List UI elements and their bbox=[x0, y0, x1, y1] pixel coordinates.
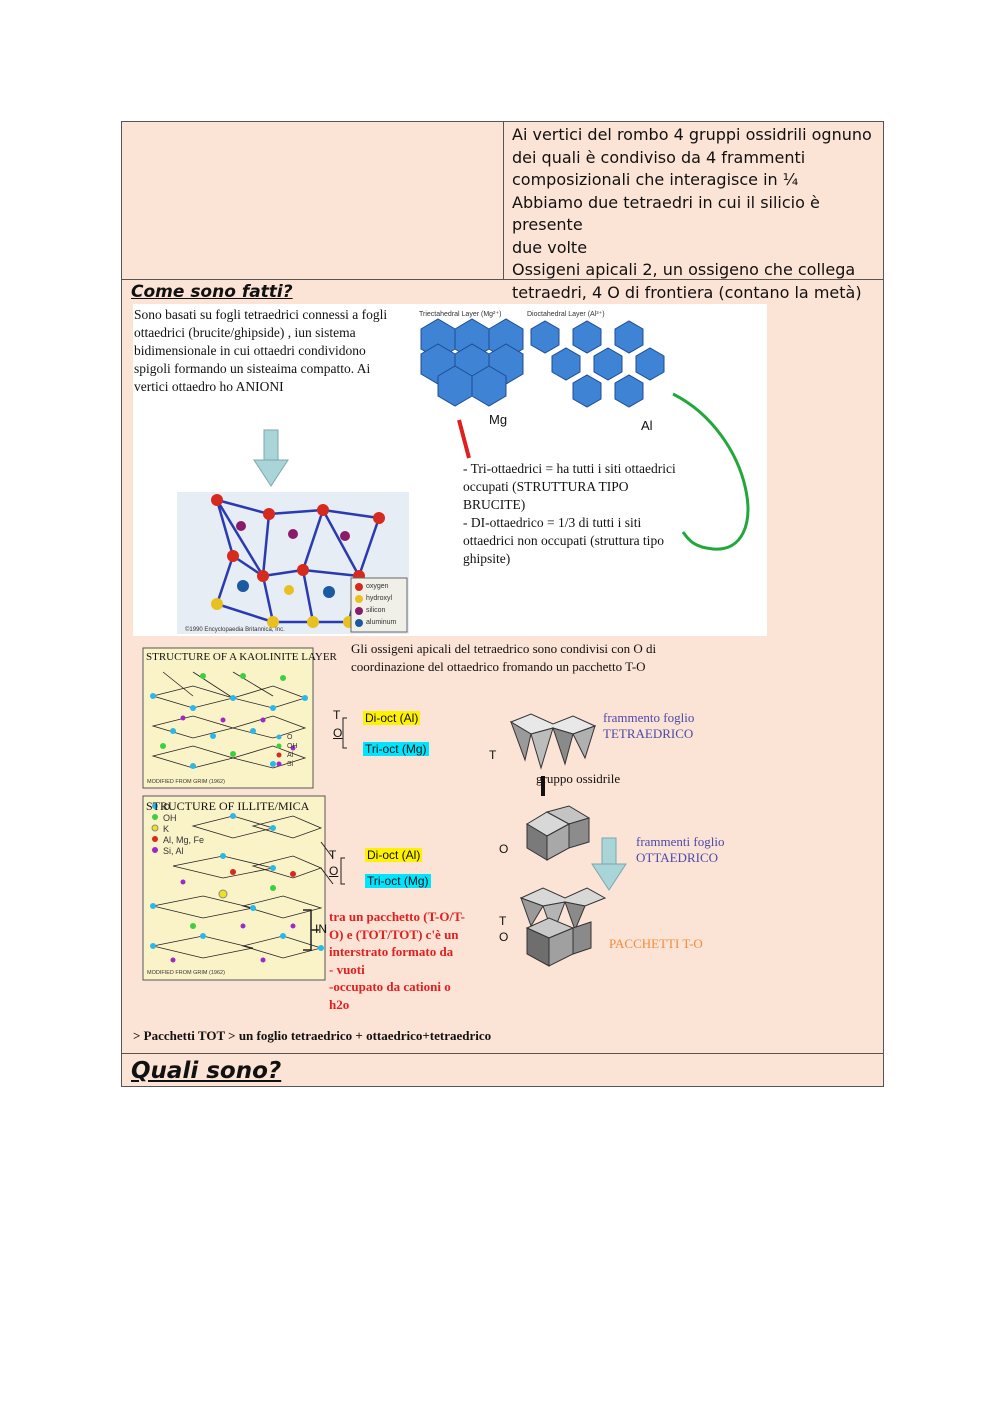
illite-diagram bbox=[142, 795, 334, 981]
illite-title: STRUCTURE OF ILLITE/MICA bbox=[146, 799, 310, 813]
illite-tri-oct-label: Tri-oct (Mg) bbox=[365, 874, 431, 888]
kaolinite-diagram bbox=[142, 647, 314, 789]
tetra-t-label: T bbox=[489, 748, 497, 762]
illite-legend-item: O bbox=[163, 802, 171, 812]
to-packages bbox=[519, 887, 607, 967]
di-layer-label: Dioctahedral Layer (Al³⁺) bbox=[527, 311, 605, 318]
section-heading-quali: Quali sono? bbox=[131, 1058, 282, 1084]
kaolinite-legend-item: OH bbox=[287, 743, 298, 750]
octa-o-label: O bbox=[499, 842, 509, 856]
illite-legend-item: Si, Al bbox=[163, 846, 184, 856]
illite-di-oct-label: Di-oct (Al) bbox=[365, 848, 423, 862]
red-mark bbox=[457, 419, 471, 459]
structure-drawings bbox=[177, 318, 750, 634]
octahedral-fragment bbox=[526, 805, 591, 861]
ball-stick-structure bbox=[177, 492, 409, 634]
tri-layer-label: Triectahedral Layer (Mg²⁺) bbox=[419, 311, 502, 318]
legend-item: hydroxyl bbox=[366, 595, 393, 602]
green-curve bbox=[672, 392, 750, 551]
illite-o-label: O bbox=[329, 864, 339, 878]
mg-label: Mg bbox=[489, 412, 508, 427]
legend-item: silicon bbox=[366, 607, 386, 614]
tetrahedral-fragment bbox=[509, 713, 597, 796]
octahedral-fragment-label: frammenti foglio OTTAEDRICO bbox=[636, 834, 725, 865]
tot-packages-text: > Pacchetti TOT > un foglio tetraedrico … bbox=[133, 1028, 492, 1043]
kaolinite-source: MODIFIED FROM GRIM (1962) bbox=[147, 779, 225, 785]
kaolinite-legend-item: Si bbox=[287, 761, 294, 768]
structure-legend bbox=[350, 577, 408, 633]
column-divider bbox=[503, 122, 504, 280]
kaolinite-legend-item: O bbox=[287, 734, 293, 741]
tri-di-text: - Tri-ottaedrici = ha tutti i siti ottae… bbox=[463, 461, 676, 566]
layer-drawings bbox=[142, 647, 627, 981]
illite-legend-item: OH bbox=[163, 813, 177, 823]
interlayer-text: tra un pacchetto (T-O/T- O) e (TOT/TOT) … bbox=[329, 909, 465, 1012]
intro-text: Sono basati su fogli tetraedrici conness… bbox=[134, 307, 388, 394]
hydroxyl-description: Ai vertici del rombo 4 gruppi ossidrili … bbox=[512, 125, 872, 302]
bottom-figure: STRUCTURE OF A KAOLINITE LAYER O OH Al S… bbox=[133, 636, 735, 1051]
down-arrow-icon bbox=[591, 837, 627, 891]
illite-legend-item: Al, Mg, Fe bbox=[163, 835, 205, 845]
section-heading-come: Come sono fatti? bbox=[131, 282, 293, 302]
table-row-2: Come sono fatti? Sono basati su fogli te… bbox=[122, 280, 883, 1054]
copyright-note: ©1990 Encyclopaedia Britannica, Inc. bbox=[185, 627, 285, 633]
tri-oct-label: Tri-oct (Mg) bbox=[363, 742, 429, 756]
legend-item: oxygen bbox=[366, 583, 389, 590]
illite-t-label: T bbox=[329, 848, 337, 862]
pack-o-label: O bbox=[499, 930, 509, 944]
hydroxyl-group-label: gruppo ossidrile bbox=[536, 771, 621, 786]
top-figure: Sono basati su fogli tetraedrici conness… bbox=[133, 304, 767, 636]
tetrahedral-fragment-label: frammento foglio TETRAEDRICO bbox=[603, 710, 695, 741]
kaolinite-legend-item: Al bbox=[287, 752, 294, 759]
kaolinite-title: STRUCTURE OF A KAOLINITE LAYER bbox=[146, 651, 337, 663]
to-t-label: T bbox=[333, 708, 341, 722]
di-oct-label: Di-oct (Al) bbox=[363, 711, 421, 725]
illite-legend-item: K bbox=[163, 824, 170, 834]
document-table: Ai vertici del rombo 4 gruppi ossidrili … bbox=[121, 121, 884, 1087]
oxygen-sharing-text: Gli ossigeni apicali del tetraedrico son… bbox=[351, 641, 657, 674]
illite-source: MODIFIED FROM GRIM (1962) bbox=[147, 970, 225, 976]
to-o-label: O bbox=[333, 726, 343, 740]
table-row-1: Ai vertici del rombo 4 gruppi ossidrili … bbox=[122, 122, 883, 302]
pack-t-label: T bbox=[499, 914, 507, 928]
trioctahedral-layer bbox=[420, 318, 524, 407]
al-label: Al bbox=[641, 418, 653, 433]
to-brackets bbox=[340, 717, 347, 885]
in-label: IN bbox=[315, 922, 327, 936]
dioctahedral-layer bbox=[530, 320, 665, 408]
down-arrow-icon bbox=[253, 429, 289, 487]
to-packages-label: PACCHETTI T-O bbox=[609, 936, 703, 951]
legend-item: aluminum bbox=[366, 619, 397, 626]
